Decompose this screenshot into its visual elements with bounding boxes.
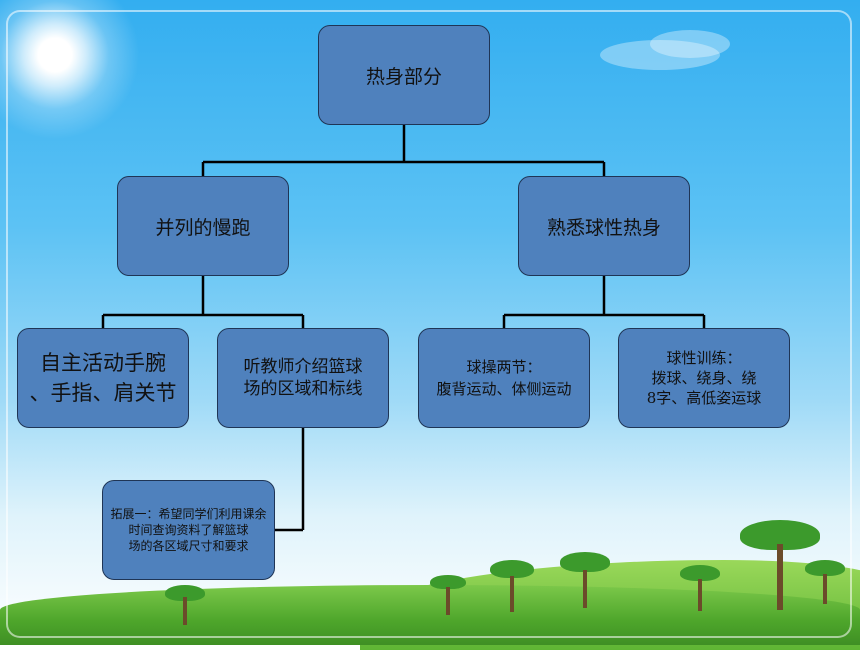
node-ball-training: 球性训练： 拨球、绕身、绕 8字、高低姿运球: [618, 328, 790, 428]
tree: [805, 560, 845, 604]
node-warmup-label: 热身部分: [365, 65, 442, 88]
node-ball-exercises: 球操两节： 腹背运动、体侧运动: [418, 328, 590, 428]
node-side-by-side-jog: 并列的慢跑: [117, 176, 289, 276]
tree: [430, 575, 466, 615]
node-ball-label: 熟悉球性热身: [546, 216, 661, 239]
node-joint-label: 自主活动手腕 、手指、肩关节: [29, 351, 177, 405]
grass-ground: [0, 585, 860, 645]
node-extension-label: 拓展一：希望同学们利用课余 时间查询资料了解篮球 场的各区域尺寸和要求: [110, 507, 267, 553]
node-extension: 拓展一：希望同学们利用课余 时间查询资料了解篮球 场的各区域尺寸和要求: [102, 480, 275, 580]
node-training-label: 球性训练： 拨球、绕身、绕 8字、高低姿运球: [646, 349, 762, 407]
cloud: [600, 40, 720, 70]
tree: [680, 565, 720, 611]
node-court-intro: 听教师介绍篮球 场的区域和标线: [217, 328, 389, 428]
tree: [165, 585, 205, 625]
tree: [490, 560, 534, 612]
node-ball-familiarization: 熟悉球性热身: [518, 176, 690, 276]
tree: [740, 520, 820, 610]
node-jog-label: 并列的慢跑: [155, 216, 251, 239]
node-exercises-label: 球操两节： 腹背运动、体侧运动: [436, 358, 572, 398]
node-court-label: 听教师介绍篮球 场的区域和标线: [243, 357, 363, 399]
node-joint-activity: 自主活动手腕 、手指、肩关节: [17, 328, 189, 428]
tree: [560, 552, 610, 608]
cloud: [650, 30, 730, 58]
node-warmup: 热身部分: [318, 25, 490, 125]
